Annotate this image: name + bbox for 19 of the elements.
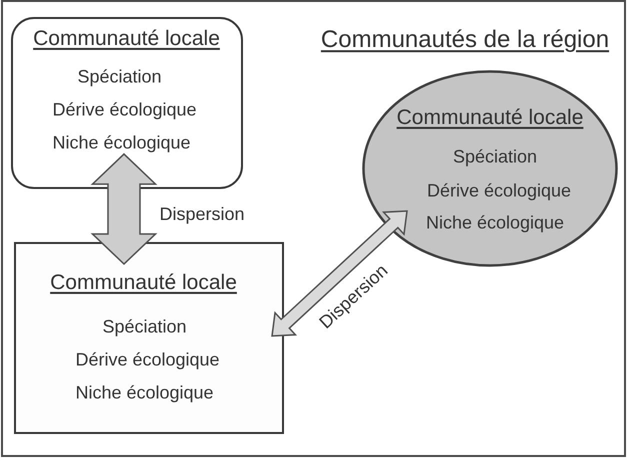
community-heading: Communauté locale <box>50 270 237 295</box>
process-label: Niche écologique <box>75 382 214 403</box>
community-heading: Communauté locale <box>33 26 220 51</box>
region-title: Communautés de la région <box>320 26 610 54</box>
community-ellipse <box>362 70 618 267</box>
process-label: Spéciation <box>452 146 538 168</box>
process-label: Spéciation <box>102 316 187 337</box>
edge-label: Dispersion <box>159 205 245 225</box>
community-box <box>14 242 284 434</box>
process-label: Niche écologique <box>426 212 564 234</box>
double-block-arrow <box>271 210 408 337</box>
double-block-arrow <box>90 153 158 266</box>
community-heading: Communauté locale <box>396 106 584 130</box>
process-label: Dérive écologique <box>75 349 220 370</box>
process-label: Niche écologique <box>52 132 191 153</box>
process-label: Dérive écologique <box>426 180 572 202</box>
process-label: Spéciation <box>77 66 162 87</box>
community-box <box>11 17 243 189</box>
process-label: Dérive écologique <box>52 99 197 120</box>
